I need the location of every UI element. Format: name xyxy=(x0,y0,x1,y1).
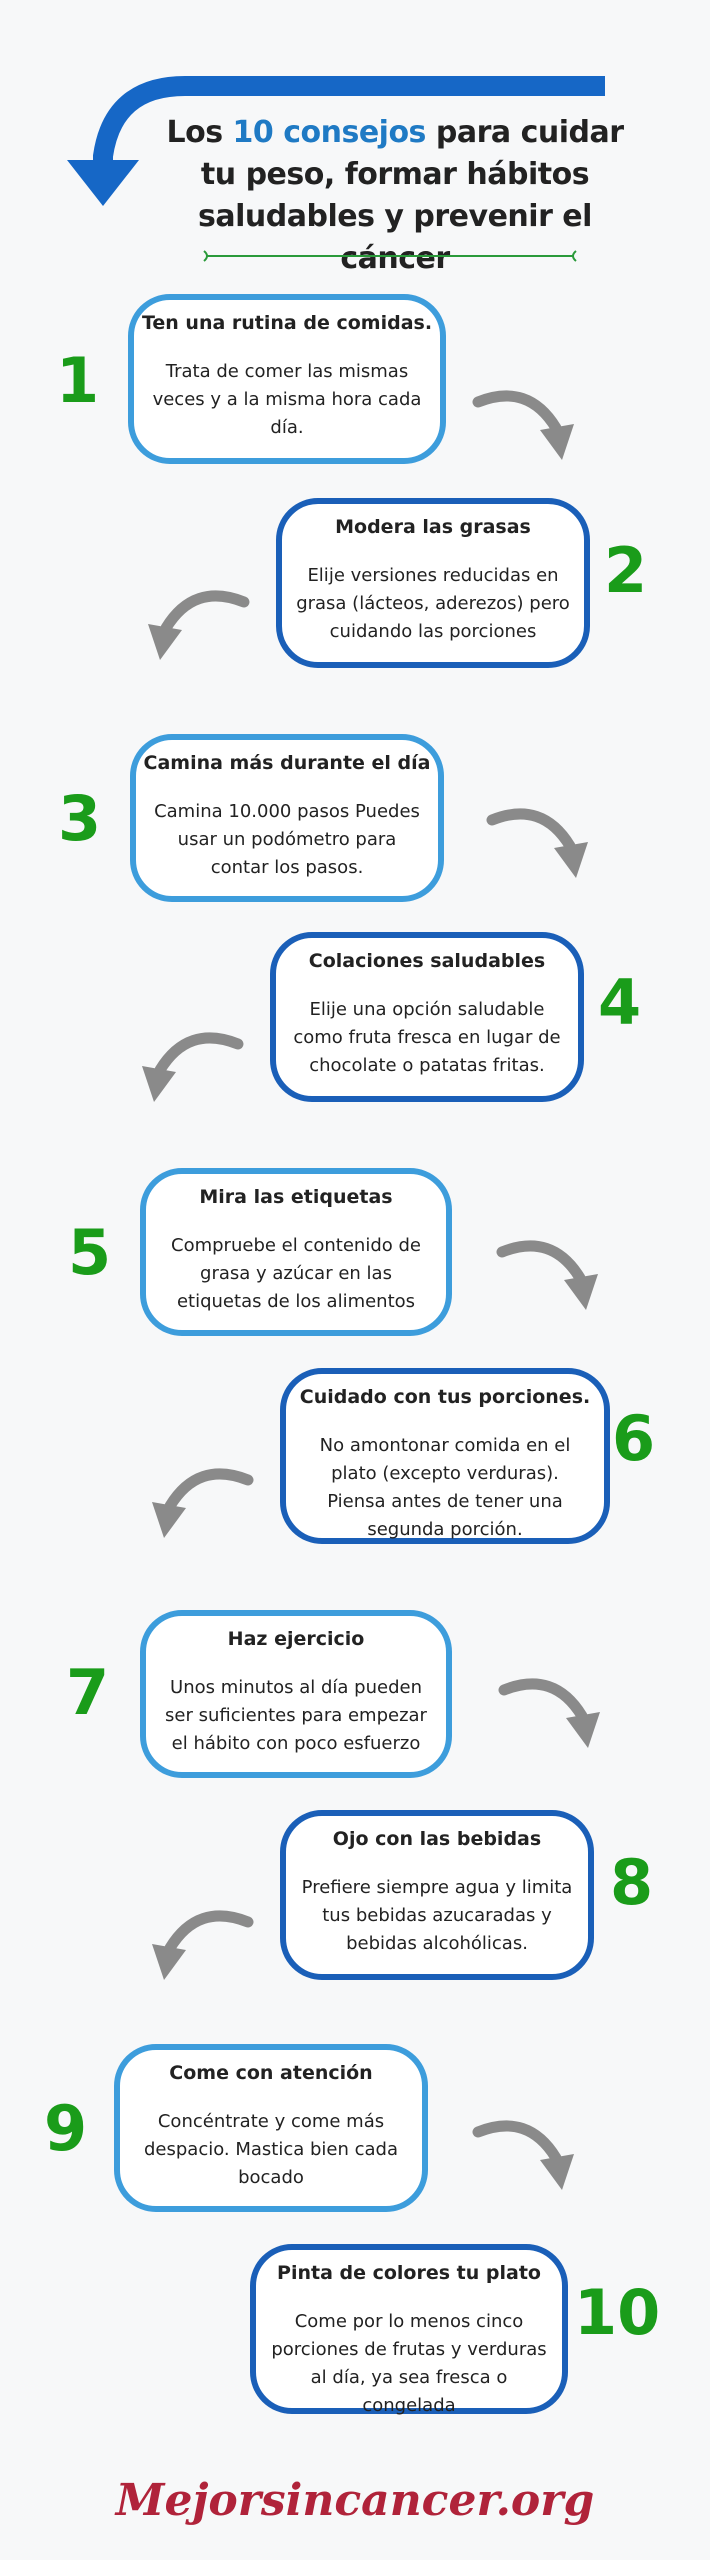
tip-body: Trata de comer las mismas veces y a la m… xyxy=(152,361,422,438)
tip-number: 6 xyxy=(612,1402,656,1475)
tip-card-6: Cuidado con tus porciones. No amontonar … xyxy=(280,1368,610,1544)
line-divider xyxy=(203,250,577,262)
tip-heading: Colaciones saludables xyxy=(308,950,546,972)
tip-heading: Cuidado con tus porciones. xyxy=(299,1386,591,1408)
tip-body: Compruebe el contenido de grasa y azúcar… xyxy=(171,1235,421,1312)
tip-number: 7 xyxy=(66,1656,110,1729)
tip-number: 4 xyxy=(598,966,642,1039)
tip-card-5: Mira las etiquetas Compruebe el contenid… xyxy=(140,1168,452,1336)
tip-card-9: Come con atención Concéntrate y come más… xyxy=(114,2044,428,2212)
tip-number: 9 xyxy=(44,2092,88,2165)
curved-arrow-icon xyxy=(148,590,250,660)
tip-card-7: Haz ejercicio Unos minutos al día pueden… xyxy=(140,1610,452,1778)
tip-heading: Ojo con las bebidas xyxy=(332,1828,542,1850)
curved-arrow-icon xyxy=(498,1678,600,1748)
curved-arrow-icon xyxy=(496,1240,598,1310)
curved-arrow-icon xyxy=(142,1032,244,1102)
tip-body: Prefiere siempre agua y limita tus bebid… xyxy=(301,1877,573,1954)
tip-body: Unos minutos al día pueden ser suficient… xyxy=(165,1677,427,1754)
tip-card-8: Ojo con las bebidas Prefiere siempre agu… xyxy=(280,1810,594,1980)
curved-arrow-icon xyxy=(152,1468,254,1538)
tip-card-3: Camina más durante el día Camina 10.000 … xyxy=(130,734,444,902)
curved-arrow-icon xyxy=(152,1910,254,1980)
curved-arrow-icon xyxy=(472,2120,574,2190)
curved-arrow-icon xyxy=(486,808,588,878)
tip-number: 10 xyxy=(574,2276,661,2349)
tip-heading: Haz ejercicio xyxy=(227,1628,365,1650)
curved-arrow-left-icon xyxy=(67,76,605,206)
tip-number: 2 xyxy=(604,534,648,607)
tip-heading: Camina más durante el día xyxy=(143,752,431,774)
page-title: Los 10 consejos para cuidar tu peso, for… xyxy=(166,115,624,276)
tip-body: Concéntrate y come más despacio. Mastica… xyxy=(143,2111,399,2188)
tip-number: 3 xyxy=(58,782,102,855)
tip-body: Elije una opción saludable como fruta fr… xyxy=(293,999,561,1076)
tip-heading: Modera las grasas xyxy=(335,516,531,538)
tip-heading: Mira las etiquetas xyxy=(199,1186,393,1208)
tip-body: Elije versiones reducidas en grasa (láct… xyxy=(296,565,570,642)
title-accent: 10 consejos xyxy=(232,115,427,150)
tip-body: Camina 10.000 pasos Puedes usar un podóm… xyxy=(154,801,420,878)
tip-card-1: Ten una rutina de comidas. Trata de come… xyxy=(128,294,446,464)
tip-card-4: Colaciones saludables Elije una opción s… xyxy=(270,932,584,1102)
tip-number: 5 xyxy=(68,1216,112,1289)
tip-heading: Ten una rutina de comidas. xyxy=(141,312,433,334)
tip-number: 1 xyxy=(56,344,100,417)
tip-card-2: Modera las grasas Elije versiones reduci… xyxy=(276,498,590,668)
site-logo[interactable]: Mejorsincancer.org xyxy=(115,2475,595,2526)
tip-number: 8 xyxy=(610,1846,654,1919)
tip-card-10: Pinta de colores tu plato Come por lo me… xyxy=(250,2244,568,2416)
tip-heading: Come con atención xyxy=(169,2062,373,2084)
curved-arrow-icon xyxy=(472,390,574,460)
tip-heading: Pinta de colores tu plato xyxy=(277,2262,541,2284)
tip-body: No amontonar comida en el plato (excepto… xyxy=(319,1435,571,1540)
tip-body: Come por lo menos cinco porciones de fru… xyxy=(271,2311,547,2416)
